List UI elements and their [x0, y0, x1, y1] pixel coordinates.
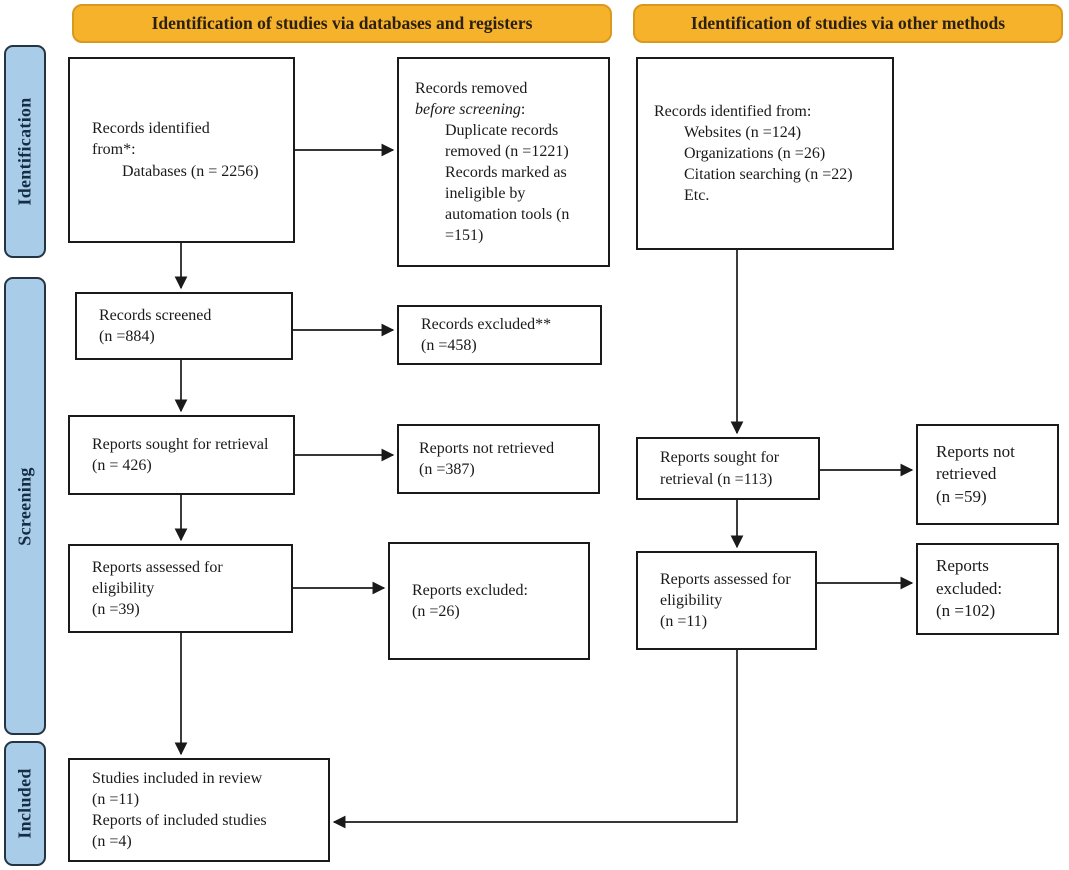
box-text-line: Reports sought for retrieval (n =113) — [660, 449, 780, 488]
banner-databases-label: Identification of studies via databases … — [151, 13, 533, 33]
stage-included: Included — [4, 741, 46, 866]
box-text-line: Reports assessed for eligibility — [660, 570, 791, 609]
box-text-line: Reports of included studies — [92, 812, 267, 829]
box-text-line: (n =39) — [92, 601, 140, 619]
box-text-line: before screening: — [415, 99, 592, 120]
box-text-italic: before screening — [415, 100, 521, 118]
box-reports-excluded-other: Reports excluded: (n =102) — [916, 543, 1059, 635]
box-records-excluded: Records excluded** (n =458) — [397, 305, 602, 365]
box-text-line: (n =387) — [419, 461, 475, 478]
box-text-line: Citation searching (n =22) — [684, 166, 853, 184]
banner-other-label: Identification of studies via other meth… — [690, 13, 1006, 33]
box-text-line: Records identified from: — [654, 102, 812, 120]
box-text-line: Records excluded** — [421, 315, 552, 333]
box-text-line: Records identified — [92, 120, 210, 138]
box-records-identified-other: Records identified from: Websites (n =12… — [636, 57, 894, 250]
box-text-line: Records screened — [99, 306, 212, 324]
box-records-screened: Records screened (n =884) — [75, 292, 293, 360]
box-reports-sought-databases: Reports sought for retrieval (n = 426) — [68, 415, 295, 495]
box-text-line: Reports not retrieved — [936, 441, 1015, 484]
banner-other-methods: Identification of studies via other meth… — [633, 4, 1063, 43]
box-text-line: (n =11) — [92, 790, 140, 808]
box-reports-sought-other: Reports sought for retrieval (n =113) — [636, 437, 820, 500]
box-reports-assessed-other: Reports assessed for eligibility (n =11) — [636, 551, 817, 650]
box-text-line: (n =4) — [92, 833, 132, 851]
box-reports-excluded-databases: Reports excluded: (n =26) — [388, 542, 590, 660]
box-text-line: Reports excluded: — [936, 556, 1003, 598]
box-text-line: Reports excluded: — [412, 581, 528, 599]
stage-identification-label: Identification — [14, 97, 35, 206]
box-text-line: Reports not retrieved — [419, 439, 555, 457]
box-reports-not-retrieved-databases: Reports not retrieved (n =387) — [397, 424, 600, 494]
box-text-line: (n =26) — [412, 603, 460, 620]
box-records-identified-databases: Records identified from*: Databases (n =… — [68, 57, 295, 243]
box-text-line: from*: — [92, 141, 136, 159]
box-reports-not-retrieved-other: Reports not retrieved (n =59) — [916, 424, 1059, 525]
banner-databases-registers: Identification of studies via databases … — [72, 4, 612, 43]
box-text-line: Studies included in review — [92, 769, 263, 787]
box-reports-assessed-databases: Reports assessed for eligibility (n =39) — [68, 544, 293, 633]
box-text-line: Organizations (n =26) — [684, 144, 826, 162]
box-text-line: Etc. — [684, 187, 710, 205]
stage-screening: Screening — [4, 277, 46, 735]
box-text-line: Reports assessed for eligibility — [92, 558, 223, 597]
box-text-line: (n =458) — [421, 337, 477, 354]
box-text-line: Records marked as ineligible by automati… — [445, 164, 570, 245]
stage-identification: Identification — [4, 45, 46, 258]
box-text-line: Databases (n = 2256) — [122, 162, 259, 180]
stage-screening-label: Screening — [14, 466, 35, 546]
box-text-line: Duplicate records removed (n =1221) — [445, 121, 569, 160]
stage-included-label: Included — [14, 768, 35, 839]
box-text-line: (n =884) — [99, 328, 155, 345]
box-text-line: Records removed — [415, 79, 528, 97]
box-text-line: Reports sought for retrieval — [92, 435, 269, 453]
box-records-removed: Records removed before screening: Duplic… — [397, 57, 610, 267]
box-text-line: (n = 426) — [92, 457, 152, 474]
box-text-line: Websites (n =124) — [684, 123, 802, 141]
arrow-assessed-other-to-included — [332, 650, 738, 829]
box-studies-included: Studies included in review (n =11) Repor… — [68, 758, 330, 862]
box-text-suffix: : — [520, 100, 526, 118]
box-text-line: (n =102) — [936, 601, 996, 621]
box-text-line: (n =11) — [660, 613, 708, 631]
box-text-line: (n =59) — [936, 486, 987, 506]
